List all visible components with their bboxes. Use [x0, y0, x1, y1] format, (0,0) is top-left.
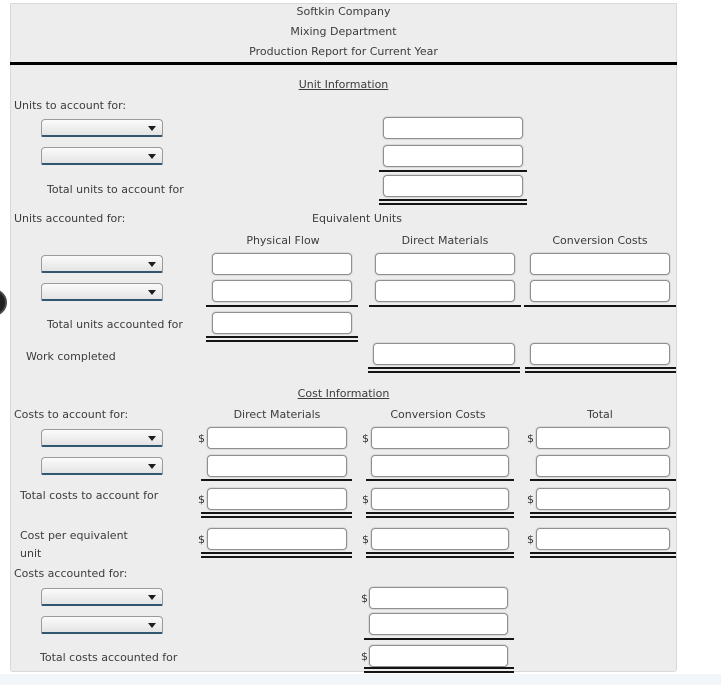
units-accounted-row2-conversion-costs-input[interactable]: [530, 280, 670, 302]
total-costs-accounted-input[interactable]: [369, 645, 508, 667]
costs-row1-conversion-costs-input[interactable]: [371, 427, 509, 449]
units-accounted-row1-conversion-costs-input[interactable]: [530, 253, 670, 275]
dropdown-arrow-icon: [148, 290, 156, 295]
total-costs-total-input[interactable]: [536, 488, 670, 510]
units-accounted-label: Units accounted for:: [14, 212, 126, 225]
costs-row2-conversion-costs-input[interactable]: [371, 455, 509, 477]
costs-row2-direct-materials-input[interactable]: [207, 455, 347, 477]
costs-accounted-row1-input[interactable]: [369, 587, 508, 609]
costs-row2-total-input[interactable]: [536, 455, 670, 477]
dollar-sign: $: [362, 432, 369, 445]
dollar-sign: $: [527, 493, 534, 506]
report-title: Production Report for Current Year: [249, 45, 438, 58]
units-to-account-label: Units to account for:: [14, 99, 127, 112]
column-header-physical-flow: Physical Flow: [246, 234, 320, 247]
total-costs-direct-materials-input[interactable]: [207, 488, 347, 510]
single-rule: [369, 305, 521, 307]
work-completed-conversion-costs-input[interactable]: [530, 343, 670, 365]
bottom-strip: [0, 674, 721, 685]
dollar-sign: $: [527, 432, 534, 445]
units-accounted-row1-direct-materials-input[interactable]: [375, 253, 515, 275]
clipped-circle-element: [0, 289, 7, 316]
dollar-sign: $: [527, 533, 534, 546]
dollar-sign: $: [198, 432, 205, 445]
units-accounted-row2-physical-flow-input[interactable]: [212, 280, 352, 302]
single-rule: [201, 479, 352, 481]
work-completed-direct-materials-input[interactable]: [373, 343, 515, 365]
total-costs-conversion-costs-input[interactable]: [371, 488, 509, 510]
double-rule: [366, 552, 514, 558]
dropdown-arrow-icon: [148, 436, 156, 441]
header-divider-rule: [10, 62, 677, 65]
costs-row1-direct-materials-input[interactable]: [207, 427, 347, 449]
cost-information-title: Cost Information: [297, 387, 390, 400]
work-completed-label: Work completed: [26, 350, 116, 363]
single-rule: [530, 479, 676, 481]
dropdown-arrow-icon: [148, 154, 156, 159]
single-rule: [366, 479, 514, 481]
cost-column-header-direct-materials: Direct Materials: [233, 408, 321, 421]
units-accounted-row1-select[interactable]: [41, 255, 163, 273]
single-rule: [379, 170, 527, 172]
units-to-account-row2-select[interactable]: [41, 147, 163, 165]
single-rule: [524, 305, 676, 307]
costs-accounted-label: Costs accounted for:: [14, 567, 128, 580]
dollar-sign: $: [361, 592, 368, 605]
costs-to-account-row2-select[interactable]: [41, 457, 163, 475]
cost-per-eu-total-input[interactable]: [536, 528, 670, 550]
double-rule: [530, 552, 676, 558]
total-units-to-account-label: Total units to account for: [47, 183, 184, 196]
double-rule: [201, 512, 352, 518]
double-rule: [530, 512, 676, 518]
units-to-account-row1-input[interactable]: [383, 117, 523, 139]
department-name: Mixing Department: [290, 25, 397, 38]
costs-accounted-row1-select[interactable]: [41, 588, 163, 606]
dollar-sign: $: [198, 493, 205, 506]
total-units-accounted-label: Total units accounted for: [47, 318, 183, 331]
column-header-direct-materials: Direct Materials: [401, 234, 489, 247]
dropdown-arrow-icon: [148, 262, 156, 267]
column-header-conversion-costs: Conversion Costs: [552, 234, 648, 247]
double-rule: [206, 336, 358, 342]
double-rule: [201, 552, 352, 558]
units-accounted-row1-physical-flow-input[interactable]: [212, 253, 352, 275]
dollar-sign: $: [198, 533, 205, 546]
cost-per-eu-direct-materials-input[interactable]: [207, 528, 347, 550]
equivalent-units-header: Equivalent Units: [312, 212, 402, 225]
double-rule: [368, 367, 520, 373]
double-rule: [366, 512, 514, 518]
costs-row1-total-input[interactable]: [536, 427, 670, 449]
double-rule: [379, 199, 527, 205]
dollar-sign: $: [362, 533, 369, 546]
dollar-sign: $: [362, 493, 369, 506]
single-rule: [206, 305, 358, 307]
dropdown-arrow-icon: [148, 464, 156, 469]
costs-accounted-row2-select[interactable]: [41, 616, 163, 634]
costs-to-account-label: Costs to account for:: [14, 408, 129, 421]
units-to-account-row2-input[interactable]: [383, 145, 523, 167]
cost-per-equivalent-unit-label: Cost per equivalent unit: [20, 529, 128, 560]
cost-column-header-total: Total: [587, 408, 613, 421]
cost-per-eu-conversion-costs-input[interactable]: [371, 528, 509, 550]
cost-column-header-conversion-costs: Conversion Costs: [390, 408, 486, 421]
costs-accounted-row2-input[interactable]: [369, 613, 508, 635]
unit-information-title: Unit Information: [298, 78, 389, 91]
dropdown-arrow-icon: [148, 595, 156, 600]
dropdown-arrow-icon: [148, 623, 156, 628]
units-accounted-row2-direct-materials-input[interactable]: [375, 280, 515, 302]
costs-to-account-row1-select[interactable]: [41, 429, 163, 447]
units-to-account-row1-select[interactable]: [41, 119, 163, 137]
units-accounted-row2-select[interactable]: [41, 283, 163, 301]
double-rule: [364, 667, 514, 673]
total-costs-to-account-label: Total costs to account for: [20, 489, 159, 502]
single-rule: [364, 638, 514, 640]
total-units-to-account-input[interactable]: [383, 175, 523, 197]
total-costs-accounted-label: Total costs accounted for: [40, 651, 178, 664]
company-name: Softkin Company: [296, 5, 391, 18]
dollar-sign: $: [361, 650, 368, 663]
double-rule: [525, 367, 676, 373]
dropdown-arrow-icon: [148, 126, 156, 131]
total-units-accounted-input[interactable]: [212, 312, 352, 334]
